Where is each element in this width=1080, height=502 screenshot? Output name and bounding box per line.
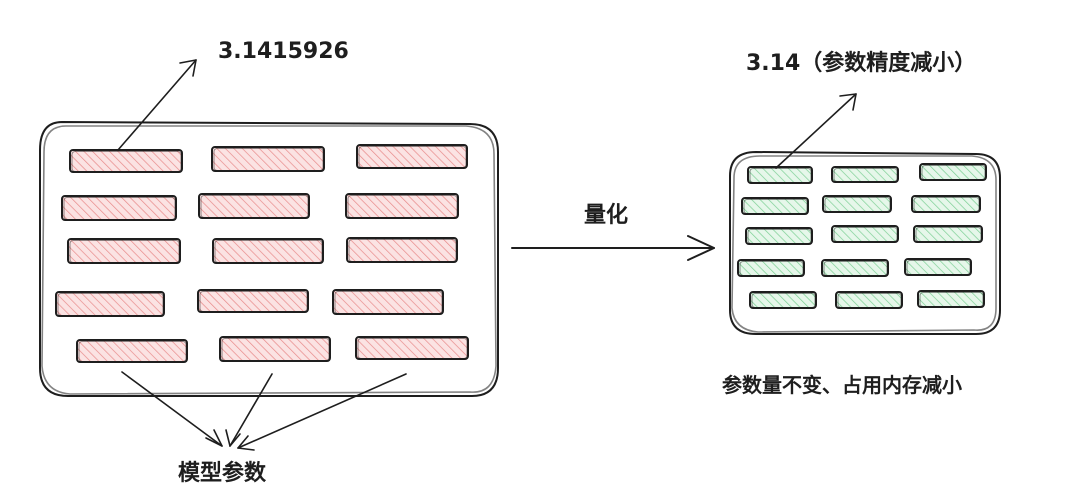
quantized-value-arrow <box>775 93 857 169</box>
quantized-parameter <box>911 195 981 213</box>
quantized-parameter <box>747 166 813 184</box>
quantized-parameter <box>749 291 817 309</box>
original-model-container <box>39 121 499 397</box>
quantization-label: 量化 <box>584 202 628 228</box>
original-parameter-sketch <box>57 293 164 316</box>
original-parameters <box>55 144 469 363</box>
original-parameter <box>346 237 458 263</box>
original-caption: 模型参数 <box>178 460 267 486</box>
quantized-parameter-sketch <box>823 261 888 276</box>
quantized-parameter <box>917 290 985 308</box>
quantized-parameter-sketch <box>833 168 898 182</box>
original-parameter-sketch <box>214 240 323 263</box>
quantized-parameter-sketch <box>749 168 812 183</box>
quantized-parameter <box>822 195 892 213</box>
original-parameter <box>355 336 469 360</box>
quantized-parameter <box>831 166 899 183</box>
quantized-parameter-sketch <box>837 293 902 308</box>
quantized-parameter-sketch <box>743 199 808 214</box>
original-parameter <box>345 193 459 219</box>
quantized-parameter <box>904 258 972 276</box>
original-parameter <box>69 149 183 173</box>
original-model: 3.1415926 模型参数 <box>39 39 499 486</box>
original-parameter-sketch <box>221 338 330 361</box>
quantization-arrow <box>511 235 715 261</box>
original-parameter <box>332 289 444 315</box>
quantized-model: 3.14（参数精度减小） 参数量不变、占用内存减小 <box>722 50 1001 397</box>
original-parameter <box>197 289 309 313</box>
original-parameter-sketch <box>63 197 176 220</box>
quantized-parameter-sketch <box>915 227 982 242</box>
quantized-parameter-sketch <box>919 292 984 307</box>
quantized-parameter-sketch <box>747 229 812 244</box>
quantized-model-container-sketch <box>731 155 997 333</box>
original-parameter <box>55 291 165 317</box>
original-value-arrow <box>117 59 197 151</box>
original-parameter-sketch <box>213 148 324 171</box>
quantized-caption: 参数量不变、占用内存减小 <box>722 373 962 397</box>
original-model-container-sketch <box>41 125 497 395</box>
original-parameter-sketch <box>334 291 443 314</box>
quantized-parameter-sketch <box>833 227 898 242</box>
original-parameter-sketch <box>199 291 308 312</box>
original-parameter <box>356 144 468 169</box>
quantized-value-label: 3.14（参数精度减小） <box>746 50 976 76</box>
original-parameter-sketch <box>358 146 467 168</box>
quantized-parameter-sketch <box>751 293 816 308</box>
original-parameter <box>212 238 324 264</box>
quantized-parameter-sketch <box>739 261 804 276</box>
original-parameter <box>76 339 188 363</box>
quantized-parameter <box>741 197 809 215</box>
quantized-parameter <box>919 163 987 181</box>
quantized-parameters <box>737 163 987 309</box>
original-parameter-sketch <box>357 338 468 359</box>
quantized-model-container <box>729 151 1001 335</box>
original-parameter-sketch <box>347 195 458 218</box>
quantized-parameter <box>831 225 899 243</box>
quantized-parameter <box>745 227 813 245</box>
original-parameter-sketch <box>200 195 309 218</box>
original-parameter-sketch <box>71 151 182 172</box>
original-parameter <box>61 195 177 221</box>
quantized-parameter <box>821 259 889 277</box>
quantized-parameter <box>737 259 805 277</box>
quantized-parameter-sketch <box>824 197 891 212</box>
quantized-parameter-sketch <box>921 165 986 180</box>
original-parameter-sketch <box>348 239 457 262</box>
quantized-parameter-sketch <box>906 260 971 275</box>
quantized-parameter <box>913 225 983 243</box>
original-parameter <box>219 336 331 362</box>
original-parameter <box>67 238 181 264</box>
original-parameter-sketch <box>69 240 180 263</box>
original-parameter <box>211 146 325 172</box>
original-parameter-sketch <box>78 341 187 362</box>
quantized-parameter-sketch <box>913 197 980 212</box>
original-value-label: 3.1415926 <box>218 39 349 64</box>
quantized-parameter <box>835 291 903 309</box>
caption-arrows <box>121 371 407 451</box>
original-parameter <box>198 193 310 219</box>
